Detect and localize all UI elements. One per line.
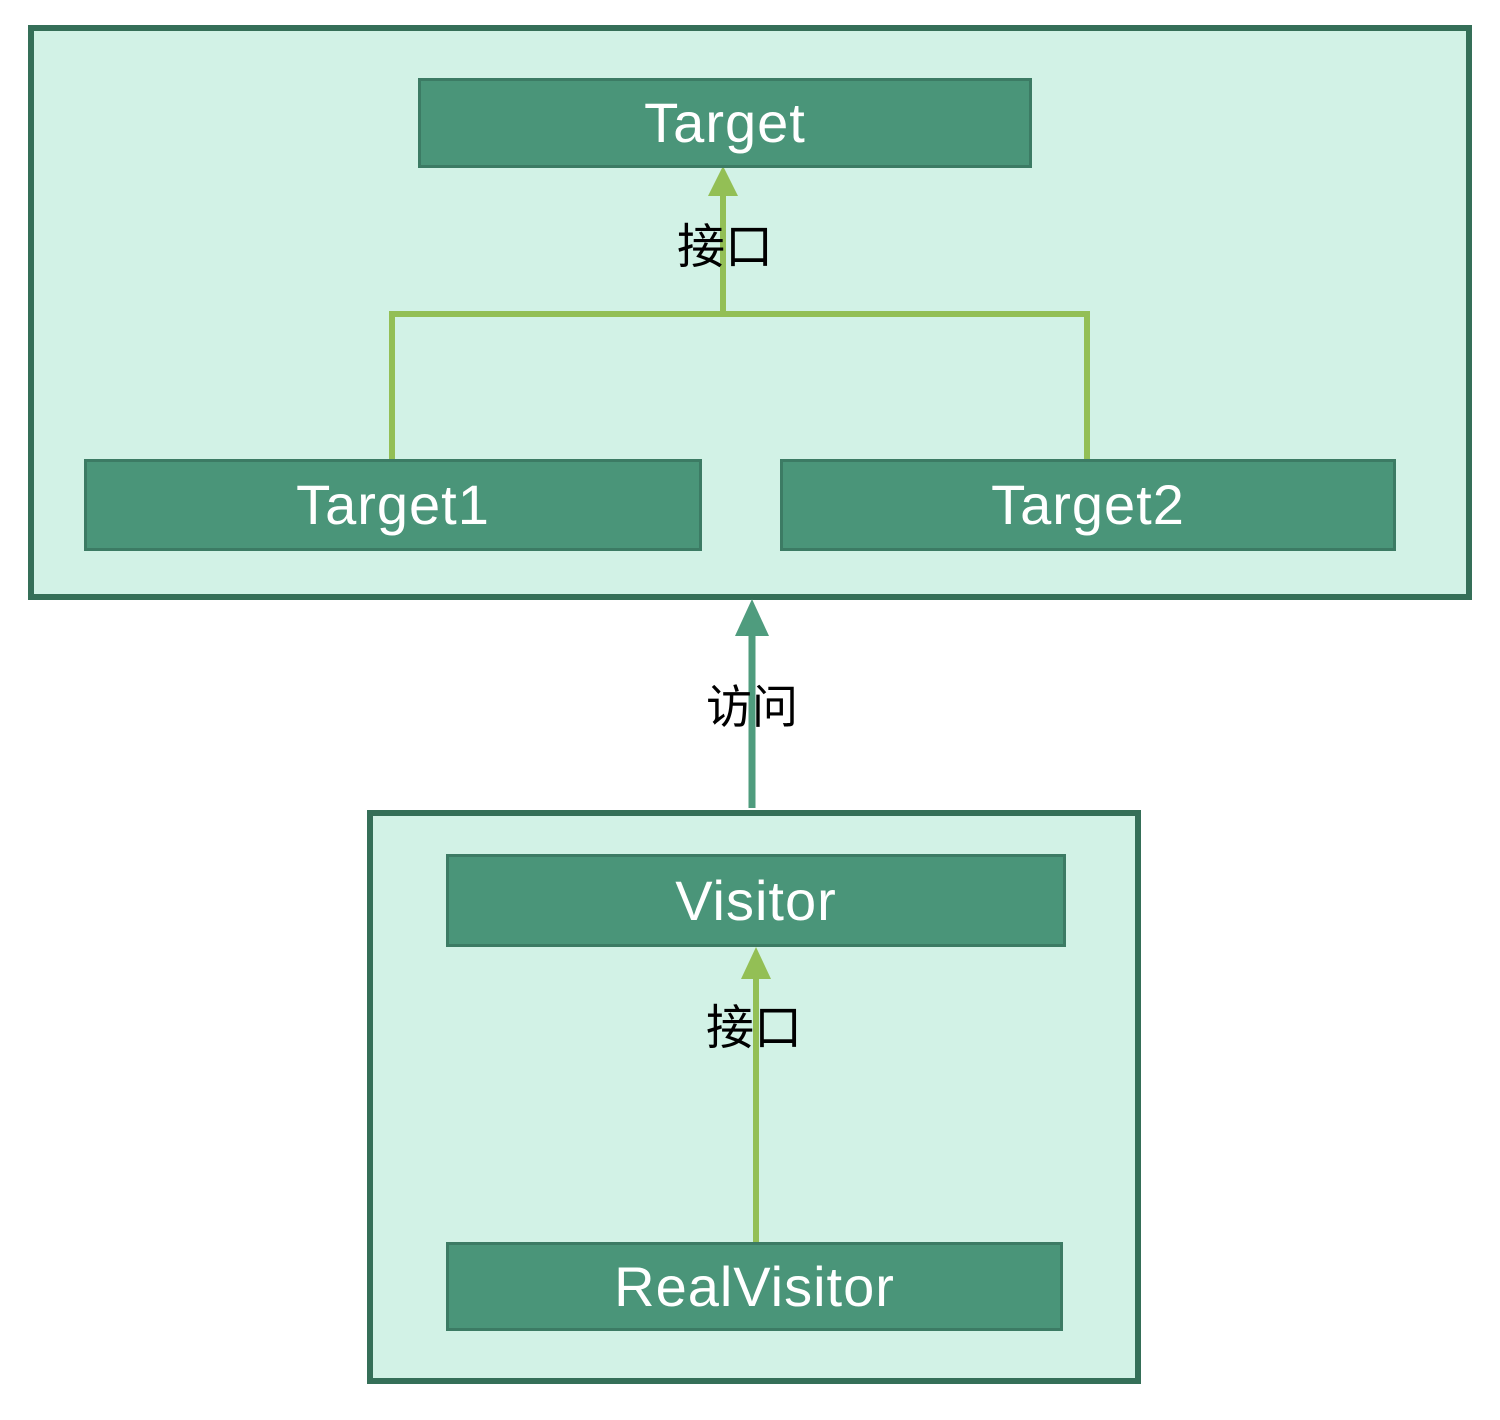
node-target2-label: Target2: [991, 473, 1185, 536]
interface-edge-label-top: 接口: [676, 221, 774, 274]
access-edge-label: 访问: [706, 681, 798, 733]
node-target: Target: [418, 78, 1032, 168]
node-target1: Target1: [84, 459, 702, 551]
node-target1-label: Target1: [296, 473, 490, 536]
node-visitor-label: Visitor: [675, 868, 837, 932]
node-visitor: Visitor: [446, 854, 1066, 947]
interface-arrowhead-bottom: [741, 947, 771, 979]
inheritance-bracket: [389, 311, 1090, 459]
node-realvisitor: RealVisitor: [446, 1242, 1063, 1331]
access-arrowhead: [735, 599, 769, 636]
node-realvisitor-label: RealVisitor: [614, 1254, 895, 1318]
interface-arrowhead-top: [708, 166, 738, 196]
node-target-label: Target: [644, 91, 806, 154]
node-target2: Target2: [780, 459, 1396, 551]
interface-edge-label-bottom: 接口: [705, 1002, 803, 1055]
